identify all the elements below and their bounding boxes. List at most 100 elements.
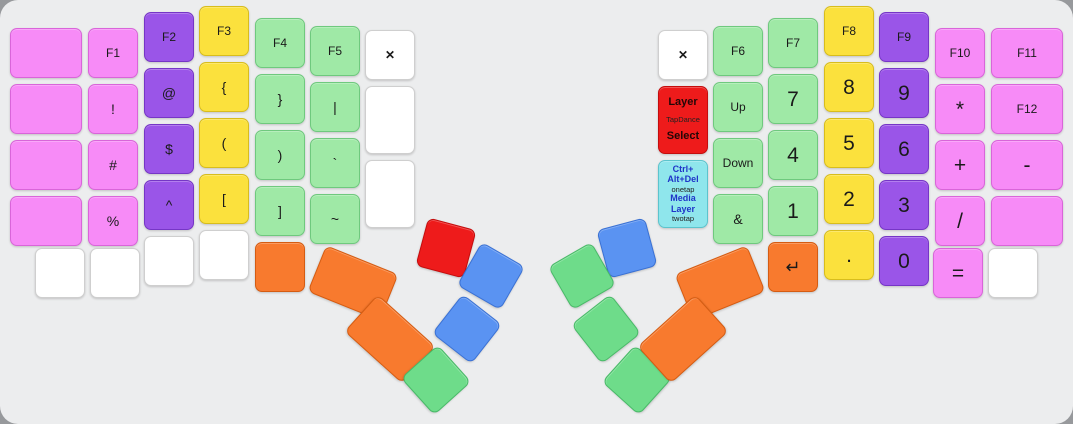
key-f1[interactable]: F1 <box>88 28 138 78</box>
key-label: 6 <box>898 137 910 161</box>
key-label: ( <box>221 135 227 151</box>
key-blank-white-l1[interactable] <box>144 236 194 286</box>
key-blank-pink-r2[interactable] <box>10 84 82 134</box>
key-exclamation[interactable]: ! <box>88 84 138 134</box>
key-backtick[interactable]: ` <box>310 138 360 188</box>
key-7[interactable]: 7 <box>768 74 818 124</box>
key-label: % <box>106 213 120 229</box>
key-left-brace[interactable]: { <box>199 62 249 112</box>
key-blank-orange-left[interactable] <box>255 242 305 292</box>
key-2[interactable]: 2 <box>824 174 874 224</box>
key-f11[interactable]: F11 <box>991 28 1063 78</box>
key-f5[interactable]: F5 <box>310 26 360 76</box>
key-8[interactable]: 8 <box>824 62 874 112</box>
key-label: ! <box>111 101 115 117</box>
key-label: 2 <box>843 187 855 211</box>
key-label: F2 <box>161 30 176 44</box>
key-label-line: Layer <box>670 203 696 214</box>
key-percent[interactable]: % <box>88 196 138 246</box>
key-label: F8 <box>841 24 856 38</box>
key-label: 0 <box>898 249 910 273</box>
key-label: | <box>333 99 337 115</box>
key-label: + <box>953 153 967 177</box>
key-label: 1 <box>787 199 799 223</box>
key-label: 5 <box>843 131 855 155</box>
key-label: 3 <box>898 193 910 217</box>
key-label: @ <box>161 85 177 101</box>
key-label: F3 <box>216 24 231 38</box>
key-f2[interactable]: F2 <box>144 12 194 62</box>
key-4[interactable]: 4 <box>768 130 818 180</box>
key-5[interactable]: 5 <box>824 118 874 168</box>
key-label: - <box>1023 153 1031 177</box>
key-asterisk[interactable]: * <box>935 84 985 134</box>
key-right-bracket[interactable]: ] <box>255 186 305 236</box>
key-label: Up <box>730 100 746 114</box>
key-label-line: Select <box>666 130 700 143</box>
key-label-line: twotap <box>671 214 695 224</box>
key-plus[interactable]: + <box>935 140 985 190</box>
key-f10[interactable]: F10 <box>935 28 985 78</box>
key-hash[interactable]: # <box>88 140 138 190</box>
key-label-line: Layer <box>668 96 698 109</box>
key-caret[interactable]: ^ <box>144 180 194 230</box>
key-right-brace[interactable]: } <box>255 74 305 124</box>
key-f4[interactable]: F4 <box>255 18 305 68</box>
key-label: F4 <box>272 36 287 50</box>
key-label: } <box>277 91 283 107</box>
key-f6[interactable]: F6 <box>713 26 763 76</box>
key-label: * <box>955 97 965 121</box>
key-none-left[interactable]: ✕ <box>365 30 415 80</box>
key-f9[interactable]: F9 <box>879 12 929 62</box>
key-minus[interactable]: - <box>991 140 1063 190</box>
key-label: F7 <box>785 36 800 50</box>
key-slash[interactable]: / <box>935 196 985 246</box>
key-label: # <box>109 157 117 173</box>
key-1[interactable]: 1 <box>768 186 818 236</box>
key-at[interactable]: @ <box>144 68 194 118</box>
key-label-line: Ctrl+ <box>672 163 694 174</box>
key-left-paren[interactable]: ( <box>199 118 249 168</box>
key-blank-pink-r4[interactable] <box>10 196 82 246</box>
key-down[interactable]: Down <box>713 138 763 188</box>
key-tilde[interactable]: ~ <box>310 194 360 244</box>
key-blank-white-bottom-right[interactable] <box>988 248 1038 298</box>
key-dollar[interactable]: $ <box>144 124 194 174</box>
key-3[interactable]: 3 <box>879 180 929 230</box>
key-blank-white-l2[interactable] <box>199 230 249 280</box>
key-none-right[interactable]: ✕ <box>658 30 708 80</box>
key-label: 9 <box>898 81 910 105</box>
key-left-bracket[interactable]: [ <box>199 174 249 224</box>
key-up[interactable]: Up <box>713 82 763 132</box>
key-pipe[interactable]: | <box>310 82 360 132</box>
key-ampersand[interactable]: & <box>713 194 763 244</box>
key-label: 7 <box>787 87 799 111</box>
key-blank-white-inner-l2[interactable] <box>365 160 415 228</box>
key-f12[interactable]: F12 <box>991 84 1063 134</box>
key-blank-white-bottom-l1[interactable] <box>35 248 85 298</box>
key-label: & <box>733 211 743 227</box>
key-f3[interactable]: F3 <box>199 6 249 56</box>
key-label: ✕ <box>677 48 689 62</box>
key-0[interactable]: 0 <box>879 236 929 286</box>
key-right-paren[interactable]: ) <box>255 130 305 180</box>
key-blank-pink-r1[interactable] <box>10 28 82 78</box>
key-6[interactable]: 6 <box>879 124 929 174</box>
key-label: F11 <box>1017 46 1037 60</box>
key-period[interactable]: . <box>824 230 874 280</box>
key-blank-pink-right[interactable] <box>991 196 1063 246</box>
key-blank-white-inner-l1[interactable] <box>365 86 415 154</box>
key-blank-white-bottom-l2[interactable] <box>90 248 140 298</box>
key-blank-pink-r3[interactable] <box>10 140 82 190</box>
key-f7[interactable]: F7 <box>768 18 818 68</box>
key-equals[interactable]: = <box>933 248 983 298</box>
key-9[interactable]: 9 <box>879 68 929 118</box>
key-f8[interactable]: F8 <box>824 6 874 56</box>
key-label: F1 <box>105 46 120 60</box>
key-enter[interactable]: ↵ <box>768 242 818 292</box>
key-label-line: onetap <box>671 184 695 194</box>
